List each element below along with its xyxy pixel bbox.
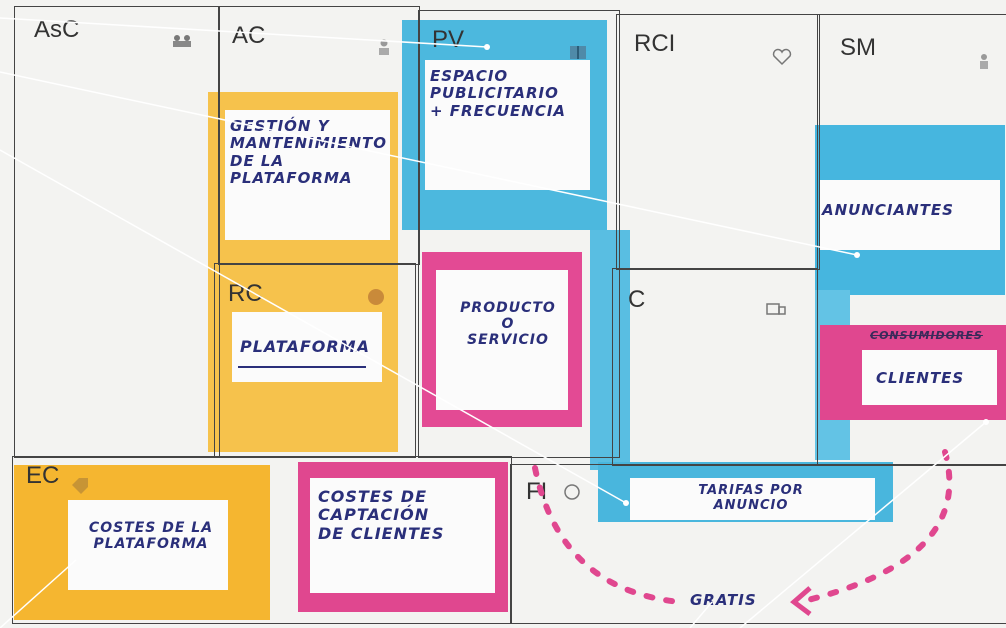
person-icon [974,52,994,70]
label-ac: AC [232,22,266,49]
arrow-head [790,586,812,616]
cell-ec [12,456,512,624]
white-patch-anunciantes [820,180,1000,250]
white-patch-revenue [630,478,875,520]
underline-channels [238,366,366,368]
text-value-prop-bottom: PRODUCTO O SERVICIO [460,300,556,349]
white-patch-costs-left [68,500,228,590]
dotted-arc-right [797,449,953,605]
text-clients: CLIENTES [876,369,965,387]
label-fi: FI [526,478,548,505]
label-pv: PV [432,26,465,53]
text-channels: PLATAFORMA [240,337,370,356]
cell-asc [14,6,220,458]
text-value-prop-top: ESPACIO PUBLICITARIO + FRECUENCIA [430,67,567,120]
label-rc: RC [228,280,263,307]
line-clients [739,421,987,628]
label-rci: RCI [634,30,676,57]
money-bag-icon [562,482,582,500]
handshake-icon [366,288,386,306]
white-patch-clientes [862,350,997,405]
line-asc-pv [0,17,488,48]
heart-icon [772,48,792,66]
team-icon [172,32,192,50]
line-ec [0,559,77,628]
text-revenue-ads: TARIFAS POR ANUNCIO [698,483,804,513]
text-struck-segment: CONSUMIDORES [870,329,983,342]
tag-icon [70,476,90,494]
label-sm: SM [840,34,876,61]
line-to-fi [0,149,627,504]
gift-icon [568,42,588,60]
cell-pv [418,10,620,458]
line-to-sm [0,71,858,256]
text-key-activities: GESTIÓN Y MANTENIMIENTO DE LA PLATAFORMA [230,117,387,187]
label-ec: EC [26,462,60,489]
cell-rc [214,263,416,458]
white-patch-product [436,270,568,410]
blue-stem [590,230,630,470]
cell-fi [510,464,1006,624]
cell-sm [817,14,1006,466]
white-patch-ac [225,110,390,240]
text-costs-acquisition: COSTES DE CAPTACIÓN DE CLIENTES [318,487,445,543]
text-revenue-free: GRATIS [690,591,757,609]
line-gratis [689,601,713,628]
text-advertisers: ANUNCIANTES [822,201,954,219]
dotted-arc [532,465,683,605]
cell-ac [218,6,420,265]
cell-rci [616,14,820,270]
label-c: C [628,286,646,313]
white-patch-costs-right [310,478,495,593]
truck-icon [766,300,786,318]
text-costs-platform: COSTES DE LA PLATAFORMA [88,520,214,553]
